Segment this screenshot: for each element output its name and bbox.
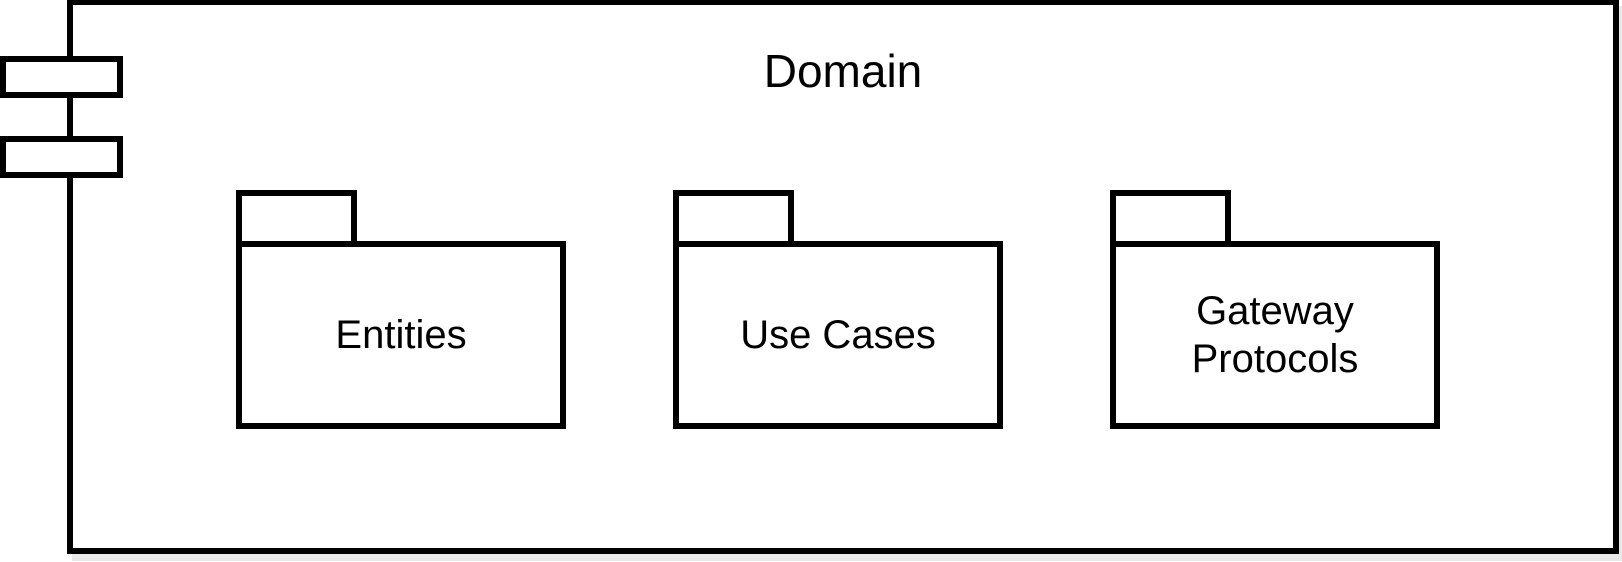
component-title: Domain [763, 45, 923, 97]
package-entities[interactable]: Entities [236, 190, 566, 429]
package-label: Gateway Protocols [1191, 289, 1359, 381]
folder-tab-icon [673, 190, 794, 241]
component-icon-tab-top [0, 56, 123, 98]
package-body[interactable]: Use Cases [673, 241, 1003, 429]
package-body[interactable]: Entities [236, 241, 566, 429]
package-label: Entities [335, 313, 467, 357]
folder-tab-icon [1110, 190, 1231, 241]
package-body[interactable]: Gateway Protocols [1110, 241, 1440, 429]
package-gateway-protocols[interactable]: Gateway Protocols [1110, 190, 1440, 429]
package-label: Use Cases [740, 313, 936, 357]
folder-tab-icon [236, 190, 357, 241]
component-icon-tab-bottom [0, 136, 123, 178]
package-use-cases[interactable]: Use Cases [673, 190, 1003, 429]
domain-component-box[interactable]: Domain Entities Use Cases Gateway Protoc… [67, 0, 1619, 554]
